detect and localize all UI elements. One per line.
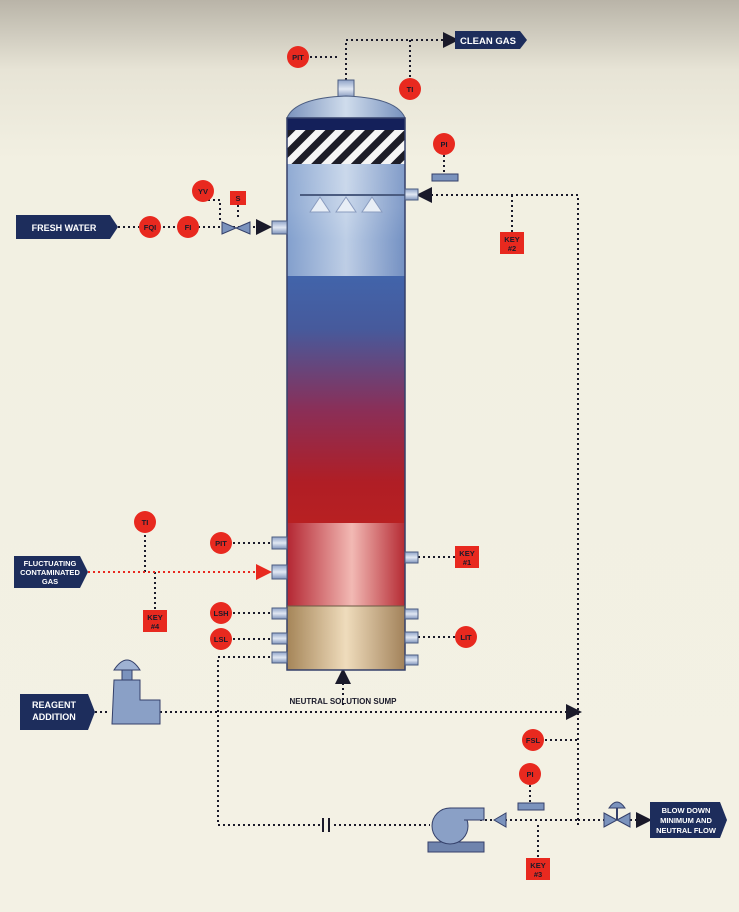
lsh-tag: LSH bbox=[214, 609, 229, 618]
lit-tag: LIT bbox=[460, 633, 472, 642]
key3-box: KEY #3 bbox=[526, 858, 550, 880]
reagent-addition-flag: REAGENT ADDITION bbox=[20, 694, 95, 730]
fluctuating-gas-label-2: CONTAMINATED bbox=[20, 568, 80, 577]
lit-nozzle-upper bbox=[404, 608, 419, 620]
ti-left-tag: TI bbox=[142, 518, 149, 527]
fluctuating-gas-flag: FLUCTUATING CONTAMINATED GAS bbox=[14, 556, 88, 588]
clean-gas-label: CLEAN GAS bbox=[460, 36, 516, 47]
s-instrument: S bbox=[230, 191, 246, 205]
pit-nozzle bbox=[271, 536, 288, 550]
tower-outline bbox=[286, 117, 406, 671]
pit-top-instrument: PIT bbox=[287, 46, 309, 68]
spray-nozzle-2 bbox=[335, 196, 357, 213]
key1-nozzle bbox=[404, 551, 419, 564]
water-inlet-nozzle bbox=[271, 220, 288, 235]
fresh-water-valve bbox=[221, 221, 251, 235]
gas-inlet-nozzle bbox=[271, 564, 288, 580]
key4-box: KEY #4 bbox=[143, 610, 167, 632]
gas-inlet-section bbox=[287, 523, 405, 606]
key1-line1: KEY bbox=[459, 549, 474, 558]
pit-top-tag: PIT bbox=[292, 53, 304, 62]
blow-down-flag: BLOW DOWN MINIMUM AND NEUTRAL FLOW bbox=[650, 802, 727, 838]
pi-top-tag: PI bbox=[440, 140, 447, 149]
pit-mid-tag: PIT bbox=[215, 539, 227, 548]
pi-top-instrument: PI bbox=[433, 133, 455, 155]
pit-mid-instrument: PIT bbox=[210, 532, 232, 554]
fqi-instrument: FQI bbox=[139, 216, 161, 238]
sump-section bbox=[287, 606, 405, 670]
reagent-label-2: ADDITION bbox=[32, 712, 76, 722]
key4-line2: #4 bbox=[151, 622, 160, 631]
demister-top-band bbox=[287, 118, 405, 130]
key2-line2: #2 bbox=[508, 244, 516, 253]
tower-dome bbox=[286, 95, 406, 119]
blow-down-label-2: MINIMUM AND bbox=[660, 816, 712, 825]
neutral-solution-sump-label: NEUTRAL SOLUTION SUMP bbox=[290, 697, 398, 706]
s-tag: S bbox=[235, 194, 240, 203]
fsl-tag: FSL bbox=[526, 736, 541, 745]
mist-eliminator bbox=[287, 130, 405, 164]
lsl-nozzle bbox=[271, 632, 288, 645]
pi-bottom-snubber bbox=[517, 802, 545, 811]
key3-line1: KEY bbox=[530, 861, 545, 870]
ti-top-instrument: TI bbox=[399, 78, 421, 100]
lit-nozzle-lower bbox=[404, 631, 419, 644]
fi-instrument: FI bbox=[177, 216, 199, 238]
reagent-label-1: REAGENT bbox=[32, 700, 77, 710]
sump-right-nozzle bbox=[404, 654, 419, 666]
ti-left-instrument: TI bbox=[134, 511, 156, 533]
scrubber-tower bbox=[271, 79, 419, 671]
key2-line1: KEY bbox=[504, 235, 519, 244]
lsl-tag: LSL bbox=[214, 635, 229, 644]
process-lines bbox=[95, 32, 652, 858]
blowdown-valve bbox=[603, 801, 631, 828]
spray-nozzle-3 bbox=[361, 196, 383, 213]
pi-bottom-instrument: PI bbox=[519, 763, 541, 785]
blow-down-label-1: BLOW DOWN bbox=[662, 806, 711, 815]
pi-bottom-tag: PI bbox=[526, 770, 533, 779]
lsh-instrument: LSH bbox=[210, 602, 232, 624]
sump-outlet-nozzle bbox=[271, 651, 288, 664]
check-valve bbox=[493, 812, 507, 828]
key1-line2: #1 bbox=[463, 558, 471, 567]
spray-inlet-nozzle bbox=[404, 188, 419, 201]
recirculation-line bbox=[416, 187, 579, 825]
fluctuating-gas-label-3: GAS bbox=[42, 577, 58, 586]
key3-line2: #3 bbox=[534, 870, 542, 879]
yv-signal bbox=[208, 199, 221, 220]
ti-top-tag: TI bbox=[407, 85, 414, 94]
pi-top-snubber bbox=[431, 173, 459, 182]
key1-box: KEY #1 bbox=[455, 546, 479, 568]
lsl-instrument: LSL bbox=[210, 628, 232, 650]
clean-gas-line bbox=[345, 32, 459, 80]
reagent-tank bbox=[111, 659, 161, 725]
lsh-nozzle bbox=[271, 607, 288, 620]
sump-suction-line bbox=[217, 656, 320, 826]
key4-line1: KEY bbox=[147, 613, 162, 622]
spray-nozzle-1 bbox=[309, 196, 331, 213]
recirculation-pump bbox=[427, 807, 507, 853]
lit-instrument: LIT bbox=[455, 626, 477, 648]
fi-tag: FI bbox=[185, 223, 192, 232]
key2-box: KEY #2 bbox=[500, 232, 524, 254]
yv-tag: YV bbox=[198, 187, 208, 196]
fsl-instrument: FSL bbox=[522, 729, 544, 751]
clean-gas-flag: CLEAN GAS bbox=[455, 31, 527, 49]
blow-down-label-3: NEUTRAL FLOW bbox=[656, 826, 717, 835]
top-outlet-nozzle bbox=[337, 79, 355, 99]
yv-instrument: YV bbox=[192, 180, 214, 202]
fresh-water-flag: FRESH WATER bbox=[16, 215, 118, 239]
fresh-water-label: FRESH WATER bbox=[32, 223, 97, 233]
fluctuating-gas-label-1: FLUCTUATING bbox=[24, 559, 77, 568]
spray-section bbox=[287, 164, 405, 276]
fqi-tag: FQI bbox=[144, 223, 157, 232]
